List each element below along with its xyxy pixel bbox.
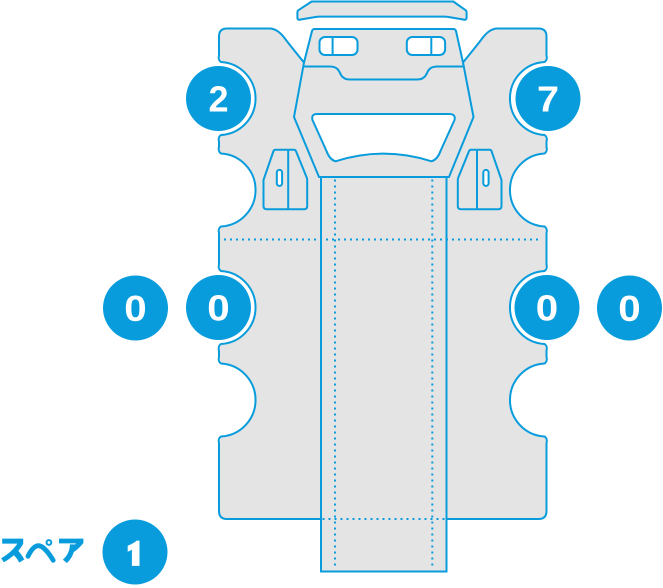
svg-text:0: 0 xyxy=(536,288,558,329)
svg-text:7: 7 xyxy=(537,80,559,120)
svg-text:2: 2 xyxy=(208,79,228,120)
svg-text:0: 0 xyxy=(124,289,146,330)
svg-text:0: 0 xyxy=(207,288,229,329)
svg-text:0: 0 xyxy=(618,289,640,330)
